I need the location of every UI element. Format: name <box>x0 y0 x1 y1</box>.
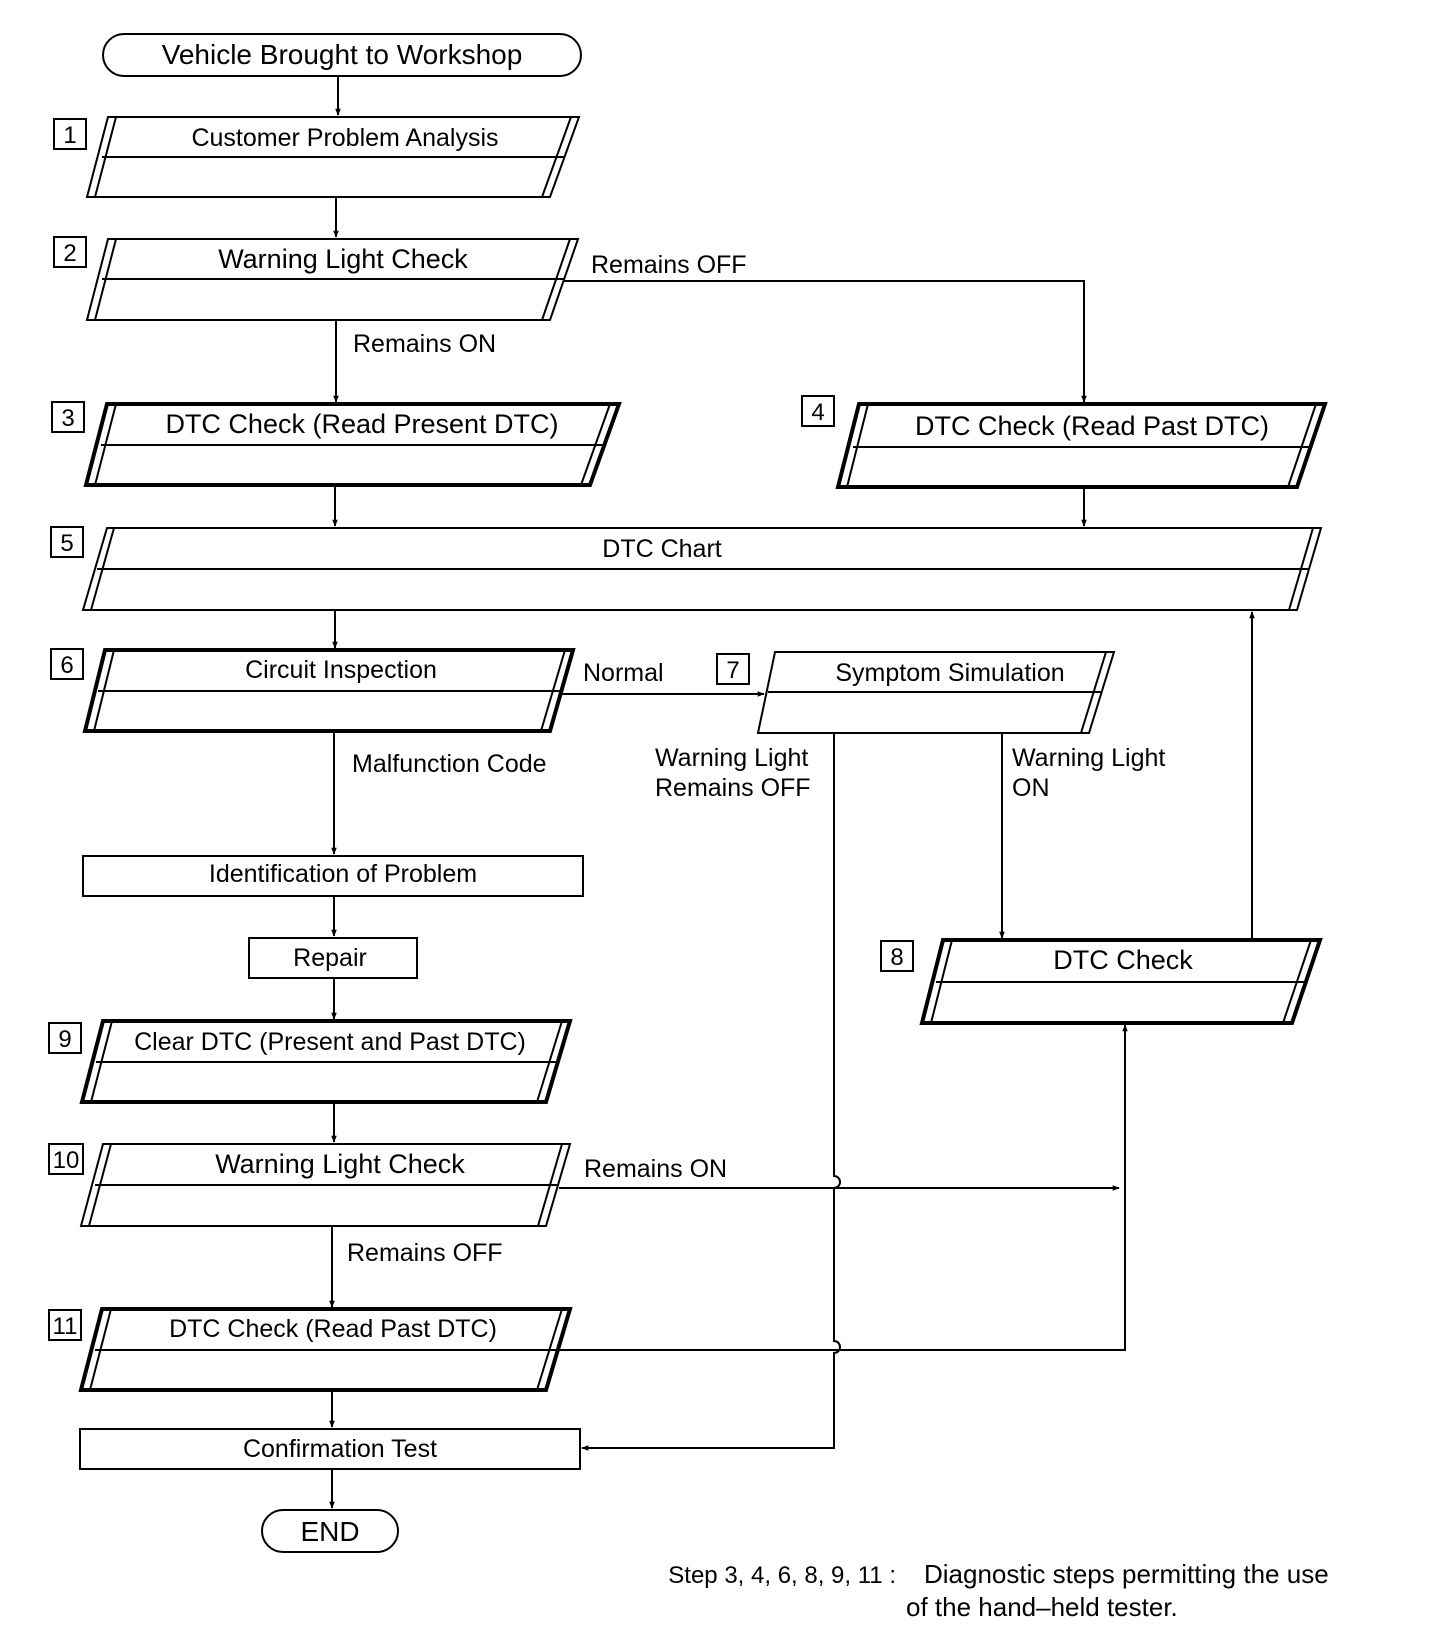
footnote-line1: Diagnostic steps permitting the use <box>924 1559 1329 1589</box>
connectors <box>329 76 1255 1509</box>
step-label: Warning Light Check <box>215 1149 465 1179</box>
step-10: 10 Warning Light Check <box>48 1143 572 1227</box>
step-number-box <box>53 118 87 150</box>
step-number: 7 <box>726 657 739 684</box>
arrow-step2-to-step4 <box>564 280 1087 403</box>
step-label: Warning Light Check <box>218 244 468 274</box>
step-label: Customer Problem Analysis <box>191 124 498 152</box>
repair-label: Repair <box>293 944 367 972</box>
step-9: 9 Clear DTC (Present and Past DTC) <box>48 1019 573 1104</box>
end-terminal: END <box>261 1509 399 1553</box>
confirmation-box: Confirmation Test <box>79 1428 581 1470</box>
step-number-box <box>51 401 85 433</box>
step-number-box <box>48 1143 84 1175</box>
step-number-box <box>801 395 835 427</box>
label-step10-remains-on: Remains ON <box>584 1155 727 1183</box>
label-step6-malfunction: Malfunction Code <box>352 750 547 778</box>
step-label: Clear DTC (Present and Past DTC) <box>134 1028 526 1056</box>
step-1: 1 Customer Problem Analysis <box>53 116 581 198</box>
footnote: Step 3, 4, 6, 8, 9, 11 : Diagnostic step… <box>668 1559 1328 1622</box>
end-label: END <box>300 1516 359 1547</box>
step-number: 9 <box>58 1026 71 1053</box>
step-number-box <box>48 1309 82 1341</box>
confirmation-label: Confirmation Test <box>243 1435 437 1463</box>
arrow-step7-to-confirmation <box>581 733 841 1451</box>
step-number-box <box>53 236 87 268</box>
step-number-box <box>716 653 750 685</box>
footnote-line2: of the hand–held tester. <box>906 1592 1178 1622</box>
step-5: 5 DTC Chart <box>50 526 1323 611</box>
label-step10-remains-off: Remains OFF <box>347 1239 503 1267</box>
step-label: DTC Check (Read Past DTC) <box>915 411 1269 441</box>
arrow-step11-to-step8 <box>559 1024 1128 1351</box>
step-6: 6 Circuit Inspection <box>50 648 576 733</box>
step-label: DTC Check (Read Past DTC) <box>169 1315 497 1343</box>
step-label: Circuit Inspection <box>245 656 437 684</box>
identification-box: Identification of Problem <box>82 855 584 897</box>
branch-labels: Remains OFF Remains ON Normal Malfunctio… <box>347 251 1165 1267</box>
step-number: 2 <box>63 240 76 267</box>
repair-box: Repair <box>248 937 418 979</box>
start-terminal: Vehicle Brought to Workshop <box>102 33 582 77</box>
step-number: 10 <box>53 1147 80 1174</box>
step-number: 1 <box>63 122 76 149</box>
label-step7-off-line2: Remains OFF <box>655 774 811 802</box>
step-number: 6 <box>60 652 73 679</box>
step-label: Symptom Simulation <box>835 659 1064 687</box>
label-step7-off-line1: Warning Light <box>655 744 808 772</box>
step-number: 3 <box>61 405 74 432</box>
step-number-box <box>50 648 84 680</box>
step-label: DTC Check <box>1053 945 1193 975</box>
footnote-prefix: Step 3, 4, 6, 8, 9, 11 : <box>668 1562 896 1589</box>
step-8: 8 DTC Check <box>880 938 1323 1025</box>
step-number: 11 <box>53 1313 78 1340</box>
step-number-box <box>880 940 914 972</box>
identification-label: Identification of Problem <box>209 860 477 888</box>
label-step2-remains-off: Remains OFF <box>591 251 747 279</box>
step-number-box <box>48 1022 82 1054</box>
step-2: 2 Warning Light Check <box>53 236 580 321</box>
step-label: DTC Check (Read Present DTC) <box>165 409 558 439</box>
step-4: 4 DTC Check (Read Past DTC) <box>801 395 1328 489</box>
label-step7-on-line1: Warning Light <box>1012 744 1165 772</box>
step-number-box <box>50 526 84 558</box>
start-label: Vehicle Brought to Workshop <box>162 39 523 70</box>
step-7: 7 Symptom Simulation <box>716 651 1116 734</box>
step-11: 11 DTC Check (Read Past DTC) <box>48 1307 573 1392</box>
step-number: 8 <box>890 944 903 971</box>
label-step7-on-line2: ON <box>1012 774 1050 802</box>
step-number: 5 <box>60 530 73 557</box>
step-3: 3 DTC Check (Read Present DTC) <box>51 401 622 487</box>
label-step2-remains-on: Remains ON <box>353 330 496 358</box>
label-step6-normal: Normal <box>583 659 664 687</box>
step-number: 4 <box>811 399 824 426</box>
step-label: DTC Chart <box>602 535 722 563</box>
